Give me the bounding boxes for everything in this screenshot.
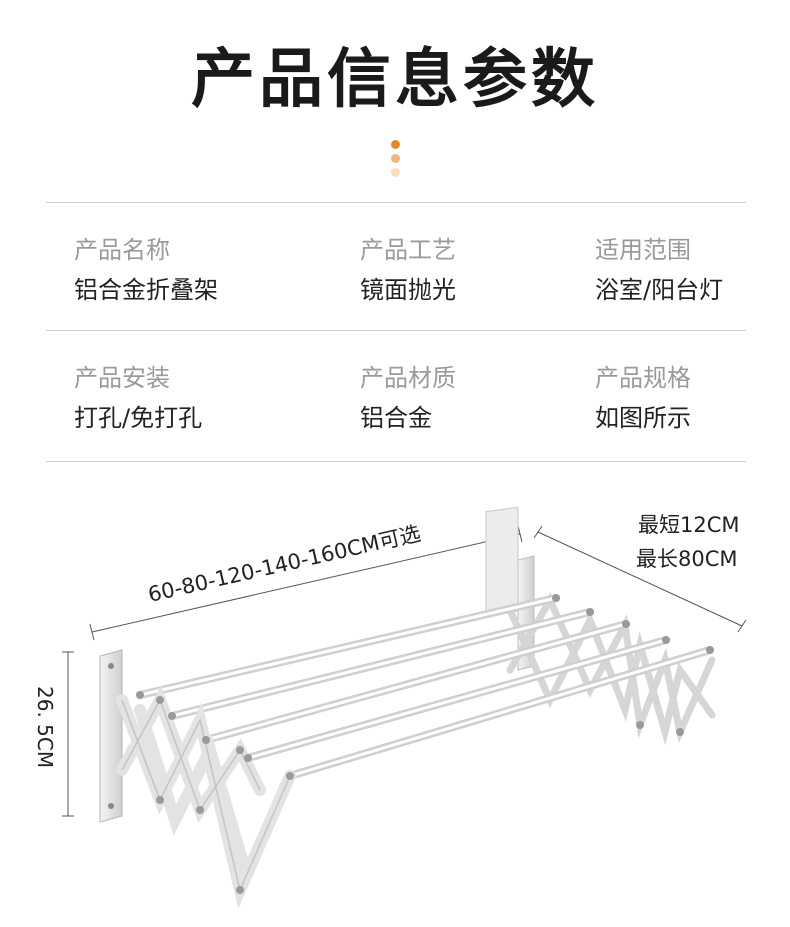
divider-line: [46, 330, 746, 331]
spec-item-name: 产品名称 铝合金折叠架: [74, 235, 218, 305]
spec-label: 产品材质: [360, 364, 456, 392]
depth-max-label: 最长80CM: [636, 547, 738, 571]
spec-item-process: 产品工艺 镜面抛光: [360, 235, 456, 305]
accent-dot: [390, 140, 400, 149]
spec-item-scope: 适用范围 浴室/阳台灯: [595, 235, 723, 305]
title-accent-dots: [389, 140, 401, 182]
spec-label: 产品名称: [74, 236, 170, 264]
height-dimension-line: [62, 651, 74, 817]
spec-item-install: 产品安装 打孔/免打孔: [74, 363, 202, 433]
spec-label: 产品规格: [595, 364, 691, 392]
spec-value: 打孔/免打孔: [74, 404, 203, 432]
depth-dimension-line: [533, 525, 747, 633]
spec-item-size: 产品规格 如图所示: [595, 363, 691, 433]
accent-dot: [390, 168, 400, 177]
product-dimension-illustration: 60-80-120-140-160CM可选 最短12CM 最长80CM 26. …: [33, 506, 747, 909]
spec-value: 浴室/阳台灯: [595, 276, 724, 304]
depth-min-label: 最短12CM: [638, 513, 740, 537]
spec-value: 如图所示: [595, 404, 691, 432]
hanging-rods: [136, 594, 714, 780]
rear-scissor-links: [506, 592, 716, 746]
spec-label: 产品工艺: [360, 236, 456, 264]
front-scissor-links: [116, 685, 296, 909]
spec-label: 产品安装: [74, 364, 170, 392]
spec-value: 铝合金折叠架: [74, 276, 218, 304]
rear-bracket: [485, 506, 519, 617]
accent-dot: [390, 154, 400, 163]
spec-value: 镜面抛光: [360, 276, 456, 304]
spec-value: 铝合金: [360, 404, 432, 432]
page-title: 产品信息参数: [191, 43, 599, 117]
divider-line: [46, 461, 746, 462]
spec-label: 适用范围: [595, 236, 691, 264]
front-wall-plate: [99, 649, 123, 823]
spec-item-material: 产品材质 铝合金: [360, 363, 456, 433]
divider-line: [46, 202, 746, 203]
height-label: 26. 5CM: [33, 686, 57, 768]
length-dimension-line: [89, 525, 523, 641]
rivets: [136, 594, 714, 894]
length-options-label: 60-80-120-140-160CM可选: [146, 521, 423, 607]
